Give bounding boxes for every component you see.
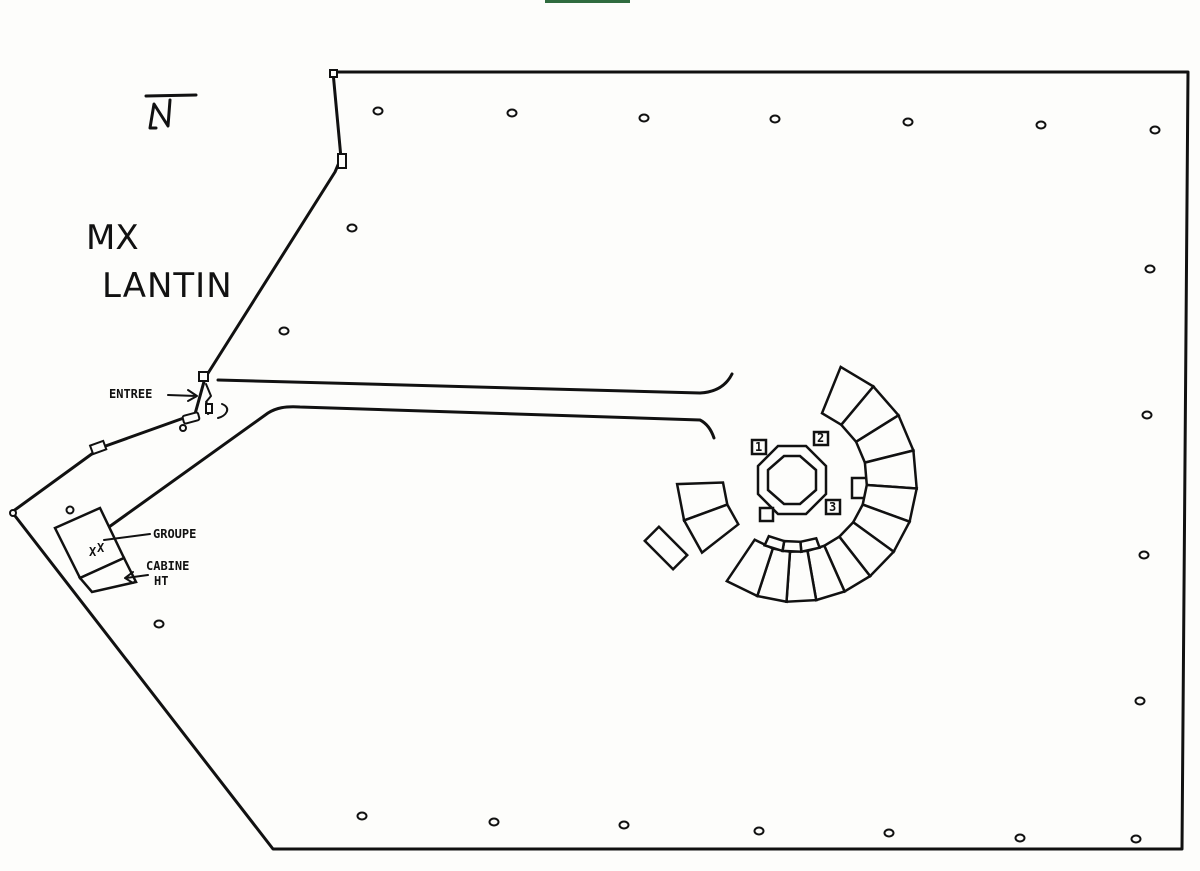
vehicle-wheel — [179, 424, 187, 432]
fence-post — [346, 223, 358, 233]
pavilion-2: 2 — [812, 430, 830, 447]
pavilion-2-label: 2 — [817, 431, 824, 445]
fence-corner-sw — [9, 509, 17, 517]
generator-post — [65, 505, 75, 515]
top-tab-mark — [545, 0, 630, 3]
outer-kiosk — [643, 525, 689, 571]
fence-post — [618, 820, 630, 830]
ht-cabin-box — [77, 556, 138, 594]
pavilion-1-label: 1 — [755, 440, 762, 454]
access-road-south-edge — [100, 405, 716, 534]
pavilion-3: 3 — [824, 498, 842, 516]
fence-post — [153, 619, 165, 629]
stage-inner-octagon — [766, 454, 818, 506]
tent — [682, 503, 740, 555]
fence-gate-north — [337, 153, 347, 169]
site-title-line2: LANTIN — [102, 266, 233, 306]
entrance-arrow — [167, 389, 198, 402]
site-title-line1: MX — [86, 218, 139, 258]
fence-post — [1149, 125, 1161, 135]
fence-post — [769, 114, 781, 124]
access-road-north-edge — [216, 372, 734, 395]
generator-label: GROUPE — [153, 527, 197, 541]
pavilion-3-label: 3 — [829, 500, 836, 514]
fence-post — [372, 106, 384, 116]
pavilion-3-box — [824, 498, 842, 516]
fence-gate-west — [88, 439, 108, 456]
entrance-post — [205, 403, 213, 414]
tent-arc — [675, 365, 919, 604]
pavilion-4 — [758, 506, 775, 523]
north-arrow-icon — [144, 93, 198, 130]
entrance-gate-arc — [217, 403, 229, 419]
fence-post — [753, 826, 765, 836]
fence-corner-post — [329, 69, 338, 78]
central-stage — [756, 444, 828, 516]
generator-marker: X — [89, 545, 97, 559]
generator-leader-line — [103, 533, 151, 541]
site-title: MX LANTIN — [86, 214, 233, 310]
perimeter-fence — [10, 70, 1190, 851]
fence-post — [1144, 264, 1156, 274]
pavilion-1-box — [750, 438, 768, 456]
fence-post — [638, 113, 650, 123]
fence-post — [1138, 550, 1150, 560]
fence-post — [506, 108, 518, 118]
tent — [724, 538, 775, 598]
tent — [781, 539, 803, 554]
fence-post — [902, 117, 914, 127]
fence-post — [356, 811, 368, 821]
cabin-label-line1: CABINE — [146, 559, 190, 573]
fence-post — [278, 326, 290, 336]
generator-building — [53, 505, 138, 594]
cabin-label-line2: HT — [154, 574, 169, 588]
vehicle-icon — [181, 411, 201, 425]
cabin-arrow — [124, 571, 149, 584]
generator-marker-2: X — [97, 541, 105, 555]
fence-entrance-post — [198, 371, 209, 382]
cabin-label: CABINE HT — [146, 559, 189, 589]
fence-post — [1035, 120, 1047, 130]
pavilion-4-box — [758, 506, 775, 523]
fence-post — [1134, 696, 1146, 706]
pavilion-1: 1 — [750, 438, 768, 456]
tent — [762, 534, 786, 553]
pavilion-2-box — [812, 430, 830, 447]
fence-post — [1141, 410, 1153, 420]
fence-post — [883, 828, 895, 838]
fence-post — [488, 817, 500, 827]
entrance-label: ENTREE — [109, 387, 153, 401]
fence-post — [1130, 834, 1142, 844]
fence-post — [1014, 833, 1026, 843]
